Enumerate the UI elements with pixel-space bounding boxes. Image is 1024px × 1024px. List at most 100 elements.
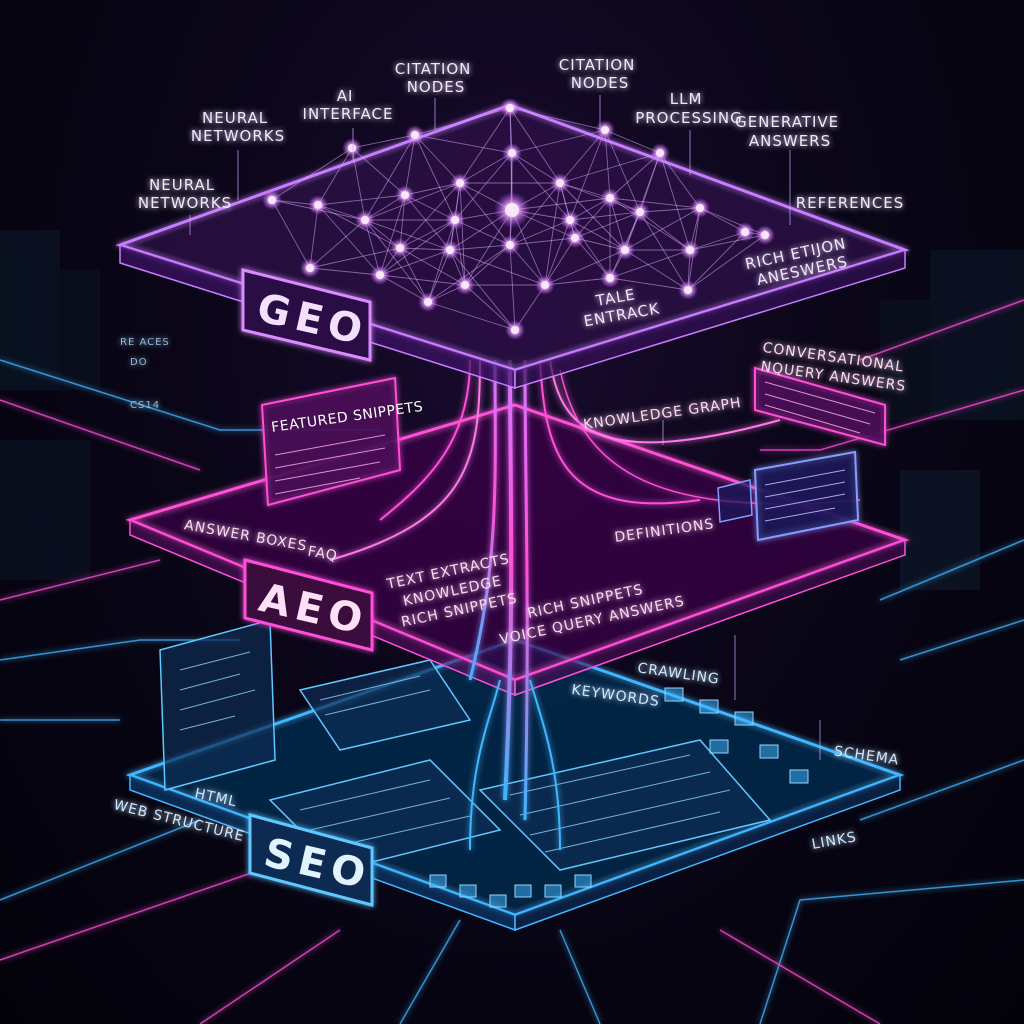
network-edge <box>309 247 401 269</box>
network-node <box>396 244 404 252</box>
network-node <box>621 246 629 254</box>
network-edge <box>399 182 461 249</box>
callout-lines <box>189 95 821 760</box>
network-edge <box>609 277 689 291</box>
network-edge <box>464 244 511 286</box>
network-edge <box>544 249 626 286</box>
network-edge <box>317 147 353 206</box>
city-backdrop <box>0 230 1024 590</box>
network-node <box>511 326 519 334</box>
network-edge <box>309 204 319 269</box>
network-edge <box>509 219 571 246</box>
network-edge <box>454 219 466 286</box>
network-edge <box>624 249 689 291</box>
side-text-2: DO <box>130 357 148 368</box>
network-edge <box>639 207 701 213</box>
network-edge <box>659 152 701 209</box>
network-edge <box>459 107 511 184</box>
network-edge <box>609 152 661 199</box>
network-node <box>656 149 664 157</box>
network-node <box>508 149 516 157</box>
label-neural-networks-top: NEURAL NETWORKS <box>191 109 285 145</box>
definitions-card <box>717 450 860 542</box>
network-edge <box>379 249 451 276</box>
network-node <box>451 216 459 224</box>
network-edge <box>399 247 466 286</box>
network-node <box>376 271 384 279</box>
network-edge <box>351 134 416 149</box>
network-edge <box>544 277 611 286</box>
network-edge <box>639 211 689 291</box>
network-edge <box>454 152 513 221</box>
label-citation-nodes-b: CITATION NODES <box>559 56 641 92</box>
network-node <box>306 264 314 272</box>
network-node <box>314 201 322 209</box>
network-edge <box>509 107 561 184</box>
network-edge <box>559 182 626 251</box>
network-edge <box>509 107 606 131</box>
network-edge <box>379 274 466 286</box>
network-edge <box>379 219 456 276</box>
network-edge <box>639 211 691 251</box>
label-generative-answers: GENERATIVE ANSWERS <box>735 113 845 150</box>
network-node <box>686 246 694 254</box>
network-node <box>505 203 519 217</box>
neural-network <box>262 98 775 340</box>
label-faq: FAQ <box>306 544 338 565</box>
network-edge <box>414 134 456 221</box>
content-panel <box>478 739 772 871</box>
network-node <box>761 231 769 239</box>
network-node <box>424 298 432 306</box>
conversational-card <box>754 366 886 447</box>
network-edge <box>574 211 641 239</box>
network-node <box>566 216 574 224</box>
network-edge <box>399 247 429 303</box>
network-edge <box>404 194 451 251</box>
network-edge <box>309 219 366 269</box>
label-references: REFERENCES <box>796 194 905 212</box>
network-edge <box>687 234 766 291</box>
network-edge <box>569 211 641 221</box>
network-edge <box>414 134 513 154</box>
network-edge <box>427 301 516 331</box>
network-edge <box>609 249 691 279</box>
network-node <box>506 241 514 249</box>
label-ai-interface: AI INTERFACE <box>303 87 394 123</box>
network-edge <box>559 152 661 184</box>
network-node <box>456 179 464 187</box>
network-edge <box>544 219 571 286</box>
network-node <box>506 104 514 112</box>
network-edge <box>414 107 511 136</box>
geo-badge: GEO <box>241 268 372 362</box>
featured-snippets-card: FEATURED SNIPPETS <box>260 376 424 507</box>
network-edge <box>317 204 381 276</box>
network-edge <box>351 147 366 221</box>
network-edge <box>317 194 406 206</box>
network-edge <box>559 129 606 184</box>
network-node <box>461 281 469 289</box>
side-text-1: RE ACES <box>120 337 170 348</box>
network-edge <box>449 244 511 251</box>
network-edge <box>604 129 611 199</box>
network-node <box>684 286 692 294</box>
network-edge <box>449 249 516 331</box>
network-edge <box>404 134 416 196</box>
network-node <box>571 234 579 242</box>
label-crawling: CRAWLING <box>636 660 720 687</box>
network-edge <box>271 147 353 201</box>
label-links: LINKS <box>811 829 859 853</box>
network-edge <box>459 182 511 246</box>
network-edge <box>309 267 381 276</box>
code-panel <box>159 619 276 791</box>
geo-labels: NEURAL NETWORKS NEURAL NETWORKS AI INTER… <box>138 56 905 330</box>
network-edge <box>544 182 561 286</box>
network-node <box>361 216 369 224</box>
network-node <box>541 281 549 289</box>
network-edge <box>511 129 606 154</box>
network-edge <box>509 244 516 331</box>
network-edge <box>414 134 461 184</box>
network-edge <box>427 219 456 303</box>
network-edge <box>609 197 691 251</box>
